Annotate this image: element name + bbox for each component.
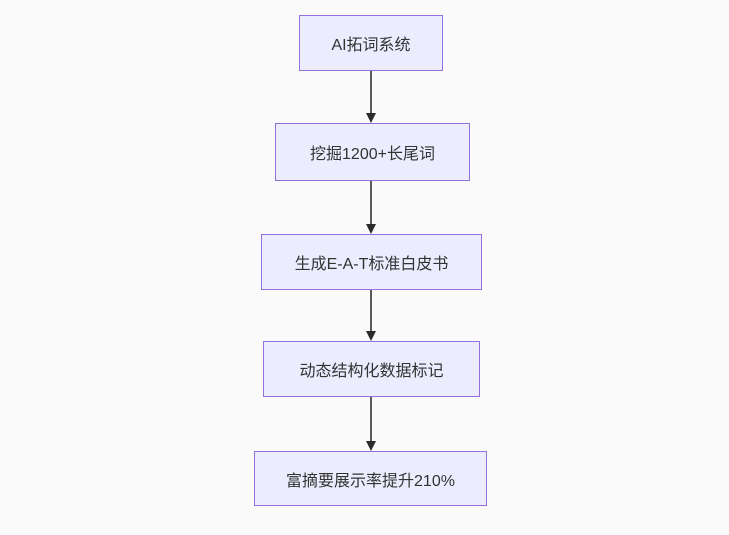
edge-line: [370, 181, 372, 224]
arrow-down-icon: [366, 441, 376, 451]
flow-edge-2: [365, 181, 377, 234]
flow-edge-1: [365, 71, 377, 123]
flow-node-rich-snippet-result: 富摘要展示率提升210%: [254, 451, 487, 506]
arrow-down-icon: [366, 224, 376, 234]
edge-line: [370, 71, 372, 113]
flow-node-longtail-mining: 挖掘1200+长尾词: [275, 123, 470, 181]
flow-edge-4: [365, 397, 377, 451]
flow-edge-3: [365, 290, 377, 341]
flow-node-ai-word-system: AI拓词系统: [299, 15, 443, 71]
flow-node-structured-data: 动态结构化数据标记: [263, 341, 480, 397]
edge-line: [370, 290, 372, 331]
arrow-down-icon: [366, 331, 376, 341]
flow-node-eat-whitepaper: 生成E-A-T标准白皮书: [261, 234, 482, 290]
arrow-down-icon: [366, 113, 376, 123]
edge-line: [370, 397, 372, 441]
